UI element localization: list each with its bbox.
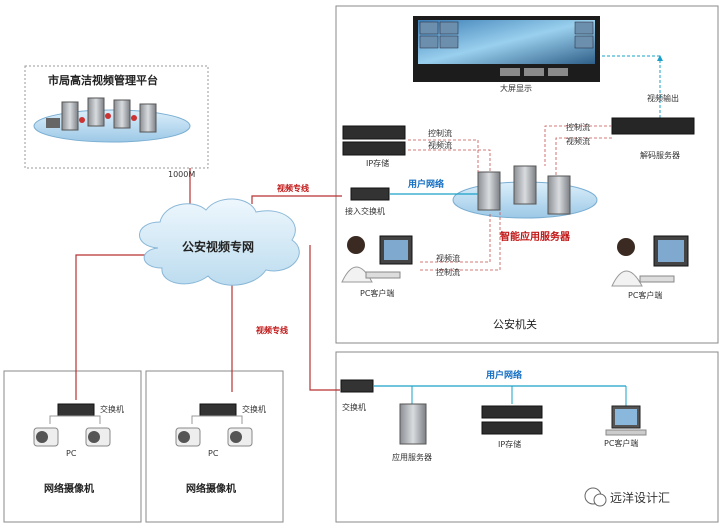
keyboard-icon — [365, 271, 401, 279]
wall-device — [524, 68, 544, 76]
app-server-label: 应用服务器 — [392, 452, 432, 462]
cloud-label: 公安视频专网 — [182, 239, 254, 254]
camera-left-group: 交换机 PC 网络摄像机 — [33, 403, 124, 495]
platform-frame — [24, 65, 209, 169]
camera-connector — [191, 415, 243, 424]
smart-server-icon — [547, 175, 571, 215]
dedicated-lines — [75, 168, 342, 400]
smart-server-icon — [477, 171, 501, 211]
ip-storage-unit — [342, 141, 406, 156]
pc-client-left-label: PC客户端 — [360, 288, 394, 298]
user-network-label-top: 用户网络 — [407, 178, 444, 190]
platform-servers — [46, 97, 157, 133]
monitor-icon — [46, 118, 60, 128]
flow-lines — [408, 125, 612, 271]
server-icon — [61, 101, 79, 131]
access-switch-label: 接入交换机 — [345, 206, 385, 216]
camera-right-label: 网络摄像机 — [186, 482, 236, 495]
decode-server-label: 解码服务器 — [640, 150, 680, 160]
monitor-screen — [658, 240, 684, 262]
video-wall-tiles — [419, 21, 594, 49]
operator-body-icon — [611, 270, 643, 287]
camera-connector — [49, 415, 101, 424]
wechat-icon-bubble — [593, 493, 607, 507]
operator-head-icon — [347, 236, 365, 254]
monitor-screen — [615, 409, 637, 425]
police-frame — [335, 5, 719, 344]
branch-ip-storage-unit — [481, 421, 543, 435]
decode-server-device — [611, 117, 695, 135]
branch-ip-storage-label: IP存储 — [498, 439, 521, 449]
police-title: 公安机关 — [493, 317, 537, 331]
camera-icon — [175, 427, 201, 447]
camera-right-pc-label: PC — [208, 449, 219, 458]
wall-device — [500, 68, 520, 76]
pc-client-right — [611, 235, 689, 287]
video-flow-label-1: 视频流 — [428, 140, 452, 150]
branch-switch-label: 交换机 — [342, 402, 366, 412]
big-screen-label: 大屏显示 — [500, 83, 532, 93]
branch-pc-client-label: PC客户端 — [604, 438, 638, 448]
camera-right-group: 交换机 PC 网络摄像机 — [175, 403, 266, 495]
access-switch-device — [350, 187, 390, 201]
node-dot — [79, 117, 85, 123]
control-flow-label-2: 控制流 — [566, 122, 590, 132]
smart-server-icon — [513, 165, 537, 205]
server-icon — [139, 103, 157, 133]
watermark-text: 远洋设计汇 — [610, 490, 670, 505]
camera-left-frame — [3, 370, 142, 523]
pc-client-right-label: PC客户端 — [628, 290, 662, 300]
operator-body-icon — [341, 266, 373, 283]
control-flow-label-1: 控制流 — [428, 128, 452, 138]
pc-client-left — [341, 235, 413, 283]
camera-left-label: 网络摄像机 — [44, 482, 94, 495]
branch-ip-storage-unit — [481, 405, 543, 419]
keyboard-icon — [605, 429, 647, 436]
camera-right-switch-label: 交换机 — [242, 404, 266, 414]
branch-group: 交换机 用户网络 应用服务器 IP存储 PC客户端 — [340, 369, 647, 462]
watermark-group: 远洋设计汇 — [584, 487, 670, 507]
police-group: 大屏显示 视频输出 IP存储 接入交换机 解码服务器 智能应用服务器 用户网络 — [341, 16, 695, 331]
camera-left-switch-label: 交换机 — [100, 404, 124, 414]
node-dot — [105, 113, 111, 119]
app-server-icon — [399, 403, 427, 445]
platform-group: 市局高洁视频管理平台 1000M — [33, 73, 195, 179]
cloud-shape — [139, 198, 300, 286]
camera-icon — [85, 427, 111, 447]
platform-speed: 1000M — [168, 170, 195, 179]
branch-switch-device — [340, 379, 374, 393]
video-output-label: 视频输出 — [647, 93, 679, 103]
node-dot — [131, 115, 137, 121]
ip-storage-unit — [342, 125, 406, 140]
camera-switch-device — [199, 403, 237, 417]
ip-storage-label: IP存储 — [366, 158, 389, 168]
smart-server-label: 智能应用服务器 — [500, 230, 571, 243]
control-flow-label-3: 控制流 — [436, 267, 460, 277]
dedicated-line-label-top: 视频专线 — [277, 183, 309, 193]
camera-left-pc-label: PC — [66, 449, 77, 458]
server-icon — [87, 97, 105, 127]
keyboard-icon — [639, 275, 675, 283]
server-icon — [113, 99, 131, 129]
platform-title: 市局高洁视频管理平台 — [48, 73, 158, 87]
user-network-label-bottom: 用户网络 — [485, 369, 522, 381]
camera-icon — [227, 427, 253, 447]
operator-head-icon — [617, 238, 635, 256]
cloud-group: 公安视频专网 — [139, 198, 300, 286]
branch-frame — [335, 351, 719, 523]
camera-switch-device — [57, 403, 95, 417]
video-flow-label-2: 视频流 — [566, 136, 590, 146]
camera-right-frame — [145, 370, 284, 523]
monitor-screen — [384, 240, 408, 260]
wall-device — [548, 68, 568, 76]
video-flow-label-3: 视频流 — [436, 253, 460, 263]
dedicated-line-label-bottom: 视频专线 — [256, 325, 288, 335]
camera-icon — [33, 427, 59, 447]
